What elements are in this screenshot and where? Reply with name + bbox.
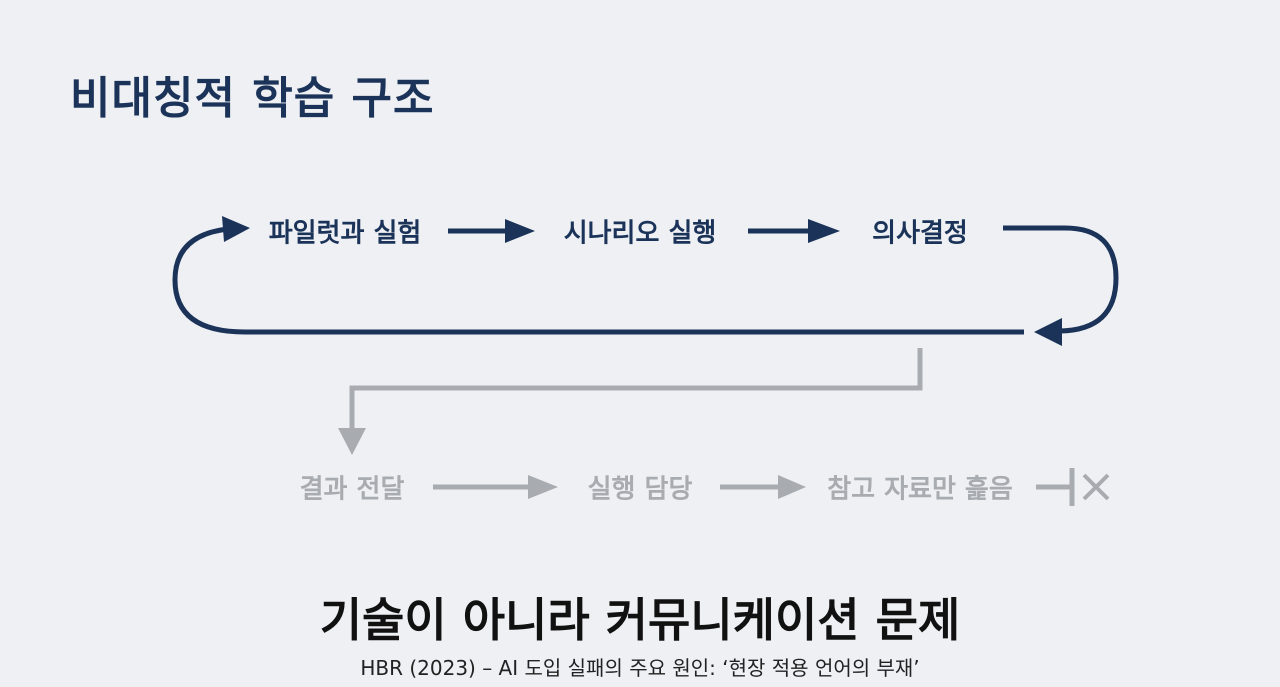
node-reference-skim: 참고 자료만 흝음: [827, 474, 1013, 505]
slide-title: 비대칭적 학습 구조: [70, 73, 435, 124]
handoff-connector-arrow: [338, 348, 923, 455]
handoff-arrow-1: [433, 475, 558, 499]
node-execution-owner: 실행 담당: [587, 474, 693, 505]
source-caption: HBR (2023) – AI 도입 실패의 주요 원인: ‘현장 적용 언어의…: [360, 656, 920, 680]
loop-arrow-2: [748, 219, 840, 243]
blocked-x-icon: [1036, 468, 1110, 506]
handoff-arrow-2: [720, 475, 806, 499]
node-result-delivery: 결과 전달: [299, 474, 405, 505]
loop-arrow-1: [448, 219, 535, 243]
node-scenario-execution: 시나리오 실행: [563, 218, 717, 249]
headline: 기술이 아니라 커뮤니케이션 문제: [319, 593, 961, 647]
node-decision-making: 의사결정: [872, 218, 968, 249]
node-pilot-experiment: 파일럿과 실험: [268, 218, 422, 249]
feedback-loop-arrow: [172, 216, 1119, 346]
